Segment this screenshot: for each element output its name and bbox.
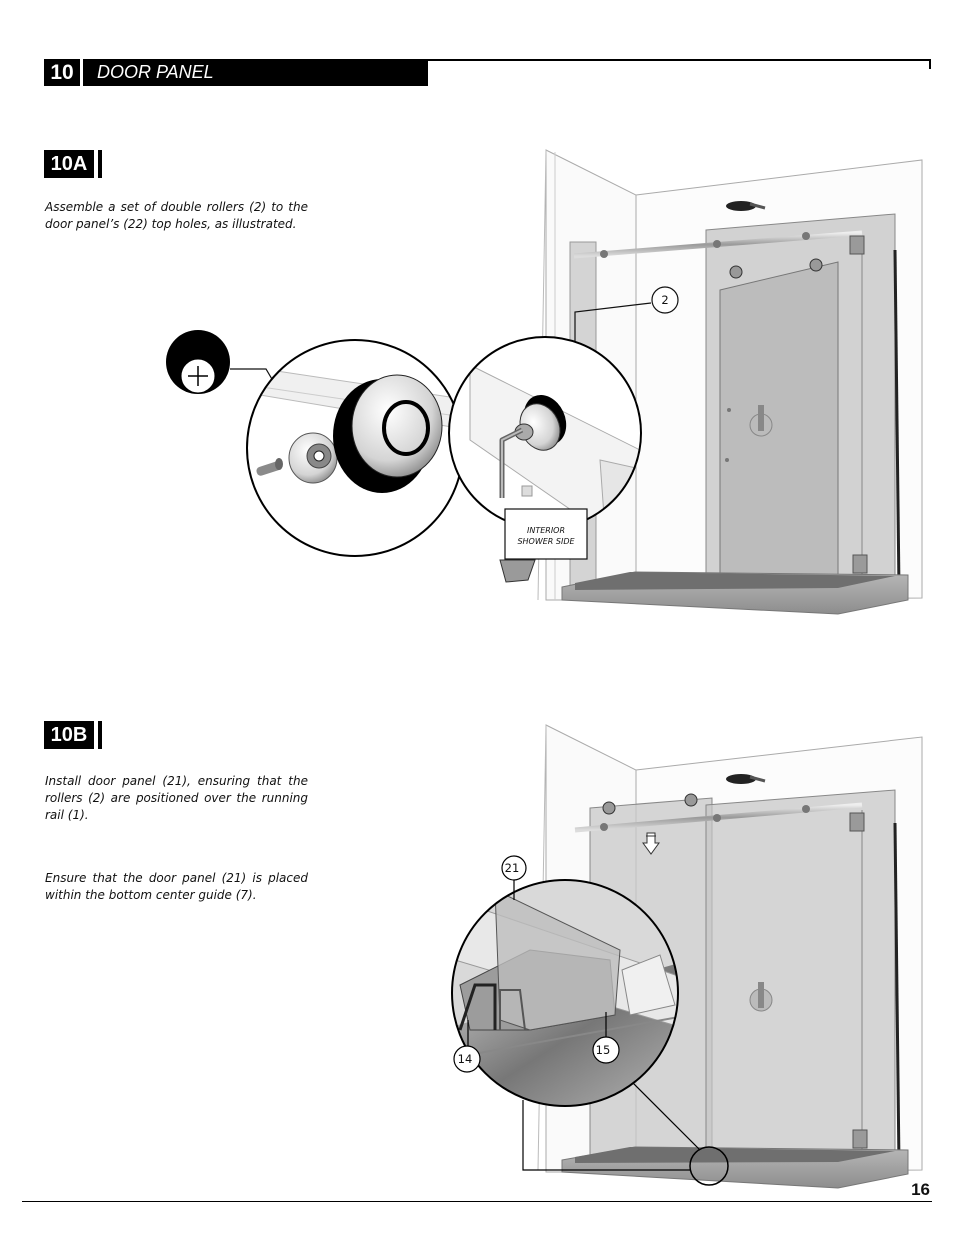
footer-rule [22, 1201, 932, 1202]
step-10a-instructions: Assemble a set of double rollers (2) to … [45, 200, 308, 231]
interior-shower-side-box [504, 508, 588, 560]
callout-14-label: 14 [458, 1052, 473, 1066]
callout-21-label: 21 [505, 861, 520, 875]
leader-detail-3 [631, 1081, 701, 1151]
step-10b-badge: 10B [44, 721, 94, 749]
interior-label-line2: SHOWER SIDE [517, 537, 575, 546]
step-10a-badge-tick [98, 150, 102, 178]
callout-2-circle [651, 286, 679, 314]
plus-icon [166, 330, 230, 394]
step-10b-badge-tick [98, 721, 102, 749]
step-10b-instructions-1: Install door panel (21), ensuring that t… [45, 774, 308, 822]
section-title: DOOR PANEL [83, 59, 428, 86]
bottom-guide-highlight [689, 1146, 729, 1186]
interior-side-arrow [499, 559, 536, 583]
step-10b-instructions-2: Ensure that the door panel (21) is place… [45, 871, 308, 902]
callout-2-label: 2 [661, 293, 668, 307]
callout-21-circle [501, 855, 527, 881]
leader-callout-2 [574, 302, 652, 345]
callout-14-circle [453, 1045, 481, 1073]
interior-label-line1: INTERIOR [527, 526, 565, 535]
page-number: 16 [911, 1180, 930, 1199]
header-rule [428, 59, 931, 61]
section-number: 10 [44, 59, 80, 86]
callout-15-circle [592, 1036, 620, 1064]
callout-15-label: 15 [596, 1043, 611, 1057]
detail-circle-roller-exploded [246, 339, 464, 557]
leader-bracket-10b [522, 1100, 690, 1171]
header-rule-end [929, 59, 931, 69]
step-10a-badge: 10A [44, 150, 94, 178]
